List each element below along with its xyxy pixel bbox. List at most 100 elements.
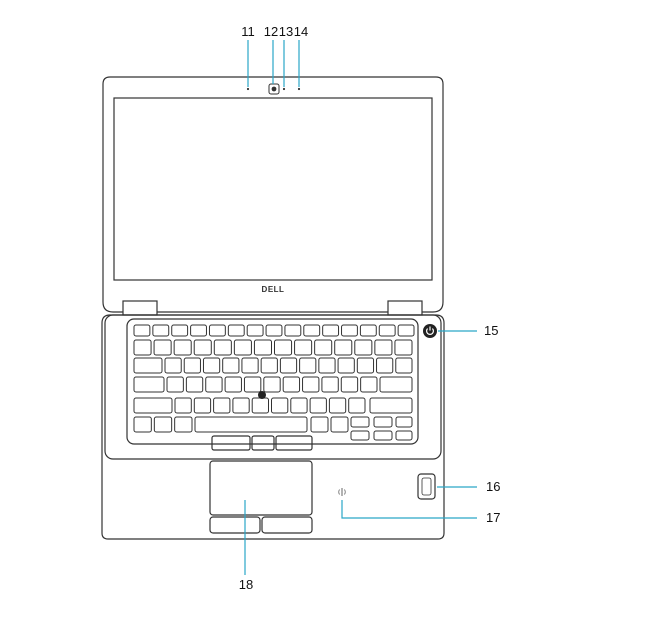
microphone-right-icon (297, 87, 301, 91)
keyboard-key (133, 339, 152, 356)
keyboard-key (334, 339, 353, 356)
shift-key (369, 397, 413, 414)
keyboard-key (153, 339, 172, 356)
keyboard-key (309, 397, 327, 414)
laptop-base (101, 314, 445, 540)
power-symbol-icon (426, 328, 434, 335)
keyboard-key (356, 357, 375, 374)
keyboard-key (374, 339, 393, 356)
keyboard-key (330, 416, 349, 433)
keyboard-key (328, 397, 347, 414)
pointstick-left-button (211, 435, 251, 451)
keyboard-key (153, 416, 173, 433)
function-key (284, 324, 302, 337)
hinge-right (387, 300, 423, 316)
function-key (171, 324, 189, 337)
function-key (133, 324, 151, 337)
callout-label-17: 17 (486, 510, 500, 525)
keyboard-key (174, 416, 193, 433)
keyboard-key (213, 397, 231, 414)
shift-key (133, 397, 173, 414)
callout-label-13: 13 (279, 24, 293, 39)
keyboard-key (232, 397, 250, 414)
pointstick-middle-button (251, 435, 275, 451)
function-key (359, 324, 377, 337)
touchpad-right-button (261, 516, 313, 534)
keyboard-key (222, 357, 240, 374)
keyboard-key (299, 357, 317, 374)
keyboard-key (376, 357, 394, 374)
keyboard-key (166, 376, 184, 393)
camera-status-light-icon (282, 87, 286, 91)
keyboard-key (354, 339, 373, 356)
keyboard-key (282, 376, 301, 393)
keyboard-key (314, 339, 333, 356)
pointing-stick-icon (258, 391, 266, 399)
keyboard-key (274, 339, 293, 356)
hinge-left (122, 300, 158, 316)
arrow-key (373, 430, 393, 441)
keyboard-key (251, 397, 269, 414)
keyboard-key (310, 416, 329, 433)
keyboard-key (279, 357, 298, 374)
keyboard-key (253, 339, 273, 356)
keyboard-key (294, 339, 313, 356)
keyboard-key (318, 357, 336, 374)
function-key (227, 324, 245, 337)
fingerprint-reader-icon (417, 473, 436, 500)
display-screen (113, 97, 433, 281)
touchpad-left-button (209, 516, 261, 534)
keyboard-key (193, 397, 212, 414)
keyboard-key (185, 376, 204, 393)
camera-lens-icon (271, 86, 277, 92)
callout-label-12: 12 (264, 24, 278, 39)
arrow-key (395, 430, 413, 441)
keyboard-area (126, 318, 419, 445)
keyboard-key (321, 376, 339, 393)
display-lid (102, 76, 444, 313)
keyboard-key (360, 376, 378, 393)
nfc-reader-icon (338, 488, 346, 496)
function-key (341, 324, 358, 337)
enter-key (379, 376, 413, 393)
keyboard-key (337, 357, 355, 374)
keyboard-key (260, 357, 278, 374)
function-key (208, 324, 226, 337)
callout-label-14: 14 (294, 24, 308, 39)
keyboard-key (263, 376, 281, 393)
keyboard-keys (133, 324, 415, 441)
fingerprint-sensor-icon (421, 477, 432, 496)
keyboard-key (213, 339, 232, 356)
function-key (152, 324, 170, 337)
keyboard-key (348, 397, 366, 414)
camera-icon (268, 83, 280, 95)
keyboard-key (164, 357, 182, 374)
function-key (190, 324, 207, 337)
function-key (303, 324, 321, 337)
keyboard-key (133, 416, 152, 433)
leader-line-17 (341, 500, 477, 519)
arrow-key (350, 416, 370, 428)
function-key (246, 324, 264, 337)
keyboard-key (394, 339, 413, 356)
microphone-left-icon (246, 87, 250, 91)
keyboard-key (183, 357, 201, 374)
function-key (378, 324, 396, 337)
keyboard-key (241, 357, 259, 374)
keyboard-key (243, 376, 262, 393)
keyboard-key (302, 376, 320, 393)
space-key (194, 416, 308, 433)
keyboard-key (133, 376, 165, 393)
keyboard-key (193, 339, 212, 356)
dell-logo: DELL (262, 285, 285, 294)
keyboard-key (224, 376, 242, 393)
callout-label-11: 11 (241, 24, 255, 39)
arrow-key (373, 416, 393, 428)
keyboard-key (271, 397, 289, 414)
touchpad (209, 460, 313, 516)
callout-label-15: 15 (484, 323, 498, 338)
power-button-icon (423, 324, 437, 338)
function-key (397, 324, 415, 337)
keyboard-key (340, 376, 359, 393)
